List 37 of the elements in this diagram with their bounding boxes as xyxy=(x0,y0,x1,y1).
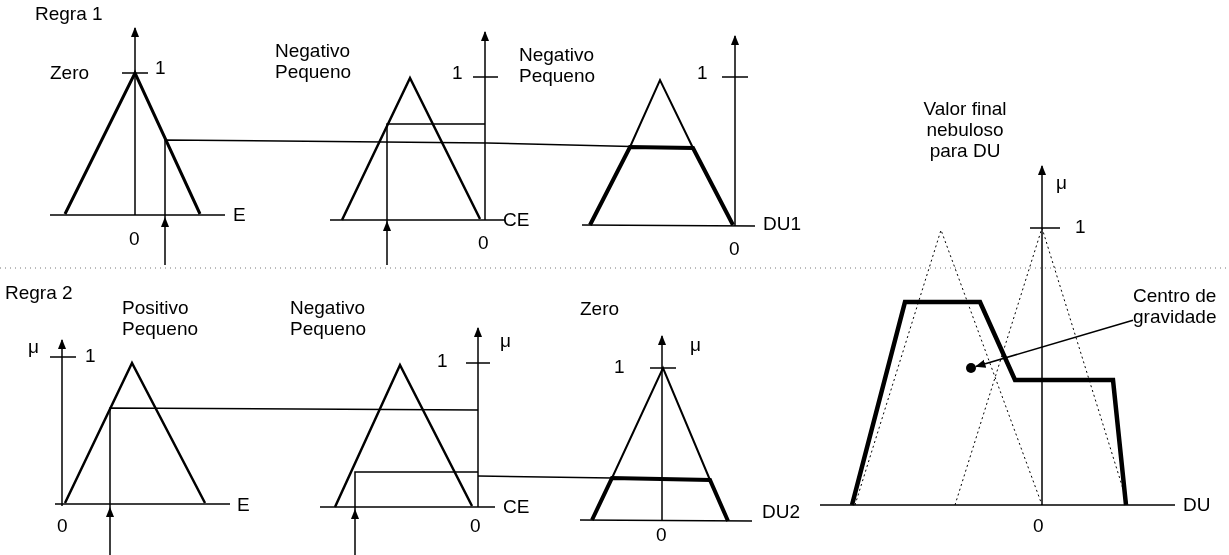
tick-label: 1 xyxy=(452,62,463,83)
tick-label: 0 xyxy=(1033,515,1044,536)
tick-label: 0 xyxy=(656,524,667,545)
leader-line xyxy=(975,319,1134,368)
axis-label: E xyxy=(237,494,250,515)
axis-label: μ xyxy=(500,330,511,351)
tick-label: 1 xyxy=(614,356,625,377)
rule-title: Regra 1 xyxy=(35,3,103,24)
set-name: Negativo Pequeno xyxy=(275,40,353,82)
axis-label: μ xyxy=(28,336,39,357)
tick-label: 1 xyxy=(437,350,448,371)
axis-label: CE xyxy=(503,209,530,230)
tick-label: 0 xyxy=(470,515,481,536)
tick-label: 1 xyxy=(85,345,96,366)
set-name: Zero xyxy=(50,62,90,83)
set-name: Zero xyxy=(580,298,620,319)
axis-label: E xyxy=(233,204,246,225)
axis-label: μ xyxy=(1056,172,1067,193)
axis-label: DU2 xyxy=(762,501,800,522)
tick-label: 1 xyxy=(697,62,708,83)
callout-text: Centro de gravidade xyxy=(1133,285,1229,327)
tick-label: 0 xyxy=(57,515,68,536)
set-name: Negativo Pequeno xyxy=(290,297,368,339)
set-name: Negativo Pequeno xyxy=(519,44,597,86)
tick-label: 1 xyxy=(155,57,166,78)
axis-label: DU xyxy=(1183,494,1211,515)
centroid-dot xyxy=(966,363,976,373)
rule-title: Regra 2 xyxy=(5,282,73,303)
tick-label: 0 xyxy=(129,228,140,249)
axis-label: μ xyxy=(690,334,701,355)
set-name: Positivo Pequeno xyxy=(122,297,200,339)
tick-label: 0 xyxy=(729,238,740,259)
axis-label: CE xyxy=(503,496,530,517)
axis-label: DU1 xyxy=(763,213,801,234)
tick-label: 0 xyxy=(478,232,489,253)
tick-label: 1 xyxy=(1075,216,1086,237)
annotation-text: Valor final nebuloso para DU xyxy=(922,98,1008,161)
